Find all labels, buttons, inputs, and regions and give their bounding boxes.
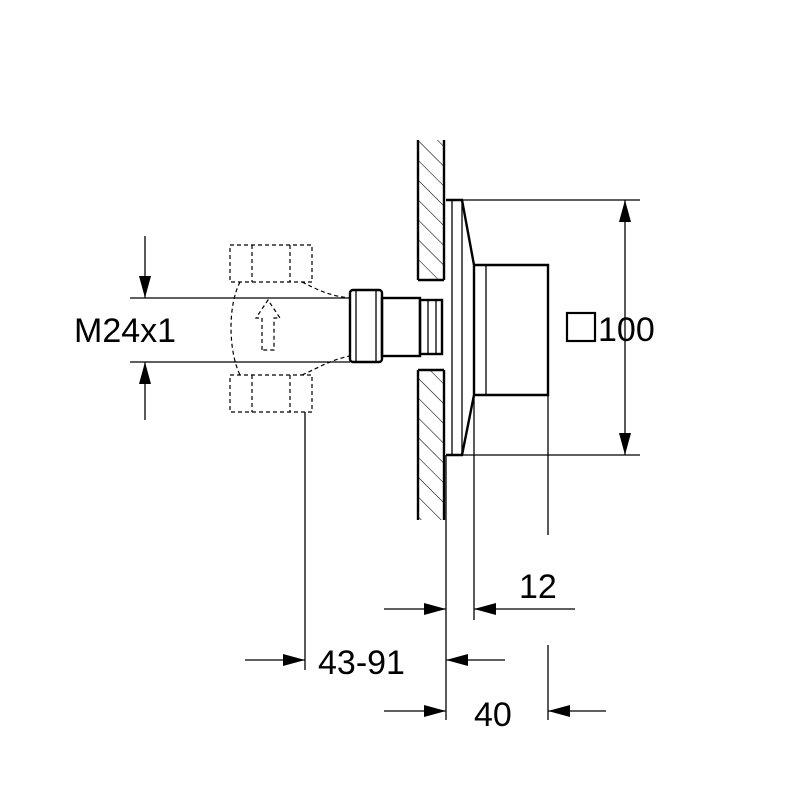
wall-hatch-lower — [418, 370, 444, 520]
handle-body — [474, 263, 550, 397]
projection-label: 40 — [474, 696, 512, 734]
wall-section — [416, 140, 446, 520]
extension-lines — [304, 395, 549, 720]
plate-size-label: 100 — [598, 311, 655, 349]
install-range-label: 43-91 — [318, 644, 405, 682]
wall-hatch-upper — [418, 140, 444, 280]
thread-dimension: M24x1 — [74, 236, 350, 420]
square-symbol-icon — [565, 311, 597, 343]
escutcheon-plate — [446, 198, 476, 457]
valve-connector — [348, 288, 444, 364]
pipe-fitting-outline — [229, 244, 351, 413]
projection-dimension: 40 — [384, 696, 606, 734]
thread-size-label: M24x1 — [74, 312, 176, 350]
plate-size-dimension: 100 — [462, 199, 655, 456]
arrow-up — [139, 362, 151, 384]
depth-label: 12 — [519, 568, 557, 606]
depth-dimension: 12 — [384, 568, 575, 615]
installation-range-dimension: 43-91 — [245, 644, 505, 682]
arrow-down — [139, 276, 151, 298]
